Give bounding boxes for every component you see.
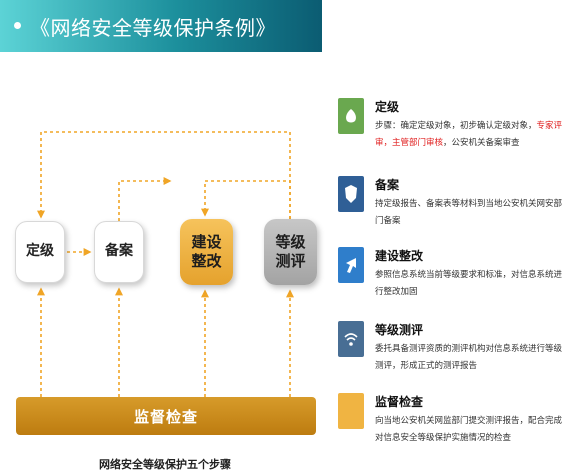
supervise-label: 监督检查 bbox=[133, 407, 198, 426]
loop-arrow-beian-to-jianshe bbox=[118, 177, 172, 221]
node-jianshe-zhenggai: 建设 整改 bbox=[180, 219, 233, 285]
flow-arrows bbox=[37, 131, 294, 397]
green-leaf-icon bbox=[338, 98, 364, 134]
legend-desc-jianshe: 参照信息系统当前等级要求和标准，对信息系统进行整改加固 bbox=[375, 270, 563, 297]
orange-square-icon bbox=[338, 393, 364, 429]
bullet-dot-icon bbox=[14, 22, 21, 29]
node-jianshe-line1: 建设 bbox=[191, 233, 222, 252]
cursor-arrow-icon bbox=[338, 247, 364, 283]
shield-icon bbox=[338, 176, 364, 212]
node-dingji: 定级 bbox=[15, 221, 65, 283]
legend-title-dingji: 定级 bbox=[375, 100, 400, 114]
node-jianshe-line2: 整改 bbox=[191, 252, 222, 270]
legend-desc-jiandu: 向当地公安机关网监部门提交测评报告，配合完成对信息安全等级保护实施情况的检查 bbox=[375, 416, 563, 443]
legend-desc-dingji-highlight: 专家评审，主管部门审核 bbox=[375, 121, 563, 148]
legend-title-ceping: 等级测评 bbox=[375, 323, 424, 337]
legend-desc-dingji-prefix: 步骤：确定定级对象，初步确认定级对象， bbox=[375, 121, 537, 131]
node-ceping-line2: 测评 bbox=[275, 252, 306, 270]
wifi-signal-icon bbox=[338, 321, 364, 357]
title-banner: 《网络安全等级保护条例》 bbox=[0, 0, 322, 52]
legend-title-beian: 备案 bbox=[375, 178, 400, 192]
node-dengji-ceping: 等级 测评 bbox=[264, 219, 317, 285]
diagram-caption: 网络安全等级保护五个步骤 bbox=[99, 458, 231, 471]
loop-arrow-ceping-to-dingji bbox=[37, 131, 291, 219]
node-beian-label: 备案 bbox=[105, 243, 133, 260]
process-diagram: 定级 备案 建设 整改 等级 测评 监督检查 网络安全等级保护五个步骤 bbox=[15, 131, 317, 471]
supervise-bar: 监督检查 bbox=[16, 397, 316, 435]
page-title: 《网络安全等级保护条例》 bbox=[30, 16, 276, 40]
loop-arrow-ceping-to-jianshe bbox=[201, 180, 291, 219]
legend-desc-beian: 持定级报告、备案表等材料到当地公安机关网安部门备案 bbox=[375, 199, 563, 226]
node-dingji-label: 定级 bbox=[26, 243, 54, 260]
legend-desc-dingji-suffix: ，公安机关备案审查 bbox=[443, 138, 520, 148]
node-ceping-line1: 等级 bbox=[275, 233, 306, 252]
node-beian: 备案 bbox=[94, 221, 144, 283]
legend-title-jianshe: 建设整改 bbox=[375, 249, 424, 263]
legend-title-jiandu: 监督检查 bbox=[375, 395, 424, 409]
legend-desc-ceping: 委托具备测评资质的测评机构对信息系统进行等级测评，形成正式的测评报告 bbox=[375, 344, 563, 371]
legend-desc-dingji: 步骤：确定定级对象，初步确认定级对象，专家评审，主管部门审核，公安机关备案审查 bbox=[375, 118, 563, 152]
